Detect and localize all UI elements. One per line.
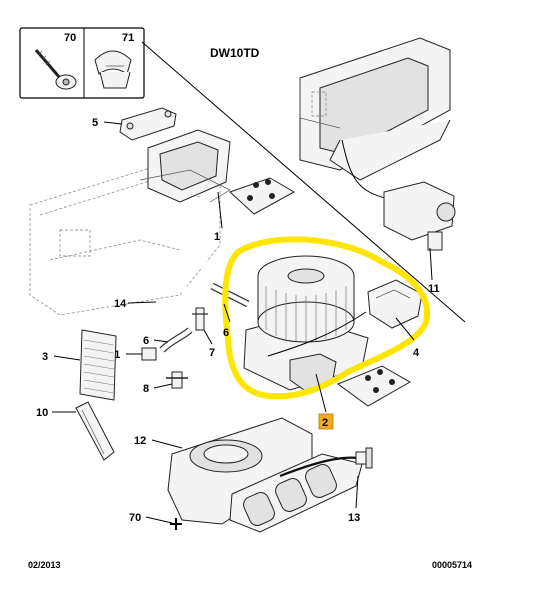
screw-set-1 bbox=[229, 177, 296, 215]
leader-4 bbox=[395, 317, 415, 341]
separator-line bbox=[141, 41, 466, 323]
callout-5: 5 bbox=[92, 117, 98, 129]
filter-seal bbox=[75, 401, 115, 461]
cabin-filter bbox=[79, 329, 117, 401]
leader-6a bbox=[153, 339, 169, 343]
leader-1 bbox=[217, 191, 223, 229]
heater-box-housing bbox=[299, 37, 451, 181]
engine-code: DW10TD bbox=[210, 46, 260, 60]
leader-8 bbox=[153, 383, 173, 389]
actuator-wire bbox=[341, 139, 386, 199]
air-intake-assembly bbox=[139, 129, 231, 203]
callout-6a: 6 bbox=[143, 335, 149, 347]
leader-13 bbox=[355, 475, 359, 509]
legend-cell-71: 71 bbox=[122, 32, 134, 44]
callout-12: 12 bbox=[134, 435, 146, 447]
temperature-sensor bbox=[279, 447, 373, 478]
grommet-6 bbox=[159, 327, 193, 353]
leader-12 bbox=[151, 439, 183, 449]
blower-housing bbox=[167, 417, 363, 533]
footer-date: 02/2013 bbox=[28, 560, 61, 570]
leader-14 bbox=[127, 301, 157, 304]
callout-10: 10 bbox=[36, 407, 48, 419]
callout-6b: 6 bbox=[223, 327, 229, 339]
drain-hose bbox=[155, 260, 250, 308]
leader-5 bbox=[103, 121, 123, 125]
leader-11 bbox=[429, 247, 433, 281]
callout-11: 11 bbox=[428, 283, 440, 295]
drain-valve-8 bbox=[166, 371, 188, 389]
callout-2-badge bbox=[318, 413, 334, 430]
callout-8: 8 bbox=[143, 383, 149, 395]
blower-fan-assembly bbox=[243, 255, 423, 391]
screw-set-2 bbox=[336, 365, 412, 407]
leader-70 bbox=[145, 516, 173, 524]
callout-13: 13 bbox=[348, 512, 360, 524]
callout-2: 2 bbox=[322, 417, 328, 429]
clip-icon bbox=[94, 50, 132, 89]
callout-3: 3 bbox=[42, 351, 48, 363]
leader-7 bbox=[203, 329, 213, 345]
callout-7: 7 bbox=[209, 347, 215, 359]
callout-70: 70 bbox=[129, 512, 141, 524]
actuator-motor bbox=[383, 181, 456, 251]
screw-icon bbox=[34, 49, 77, 90]
legend-cell-70: 70 bbox=[64, 32, 76, 44]
highlight-outline bbox=[222, 236, 431, 400]
callout-4: 4 bbox=[413, 347, 420, 359]
footer-ref: 00005714 bbox=[432, 560, 472, 570]
callout-14: 14 bbox=[114, 298, 127, 310]
screw-70-marker bbox=[170, 518, 182, 530]
legend-box: 70 71 bbox=[19, 27, 145, 99]
connector-71 bbox=[141, 347, 157, 361]
leader-3 bbox=[53, 355, 81, 361]
vent-flap bbox=[119, 107, 177, 141]
callout-1: 1 bbox=[214, 231, 220, 243]
leader-6b bbox=[223, 303, 231, 323]
fitting-7 bbox=[192, 307, 208, 331]
leader-2 bbox=[315, 373, 327, 413]
